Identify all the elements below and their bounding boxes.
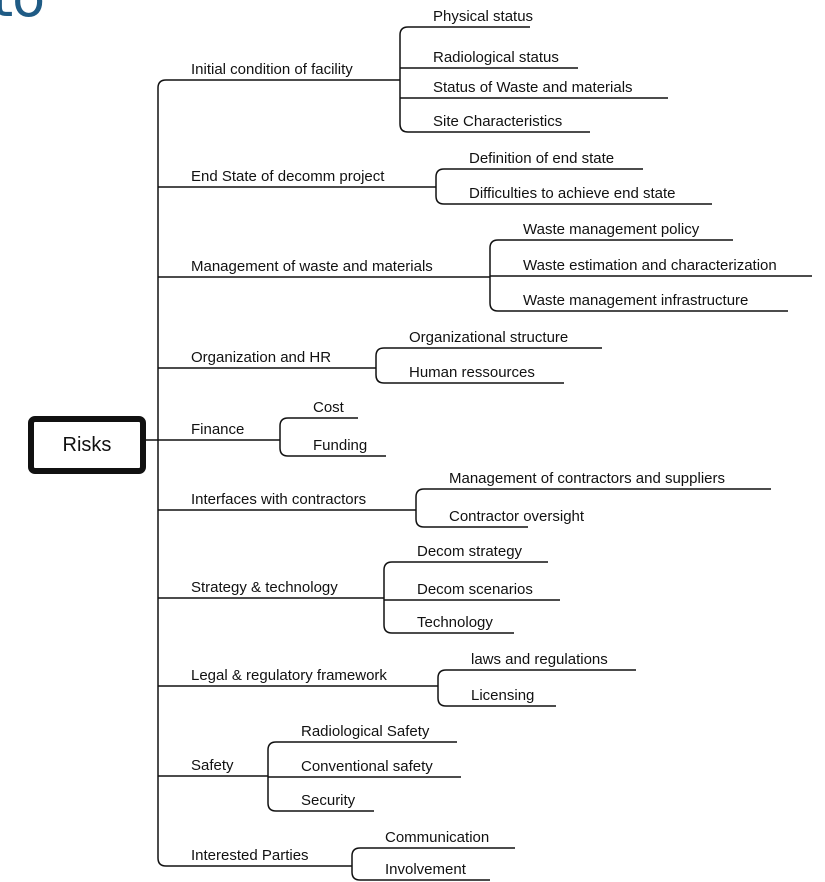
leaf-label: Contractor oversight <box>449 508 585 525</box>
leaf-label: Site Characteristics <box>433 113 563 130</box>
child-line <box>351 847 515 857</box>
leaf-label: Involvement <box>385 861 466 878</box>
leaf-label: Definition of end state <box>469 150 615 167</box>
child-line <box>267 802 374 812</box>
leaf-label: Funding <box>313 437 368 454</box>
leaf-label: Management of contractors and suppliers <box>449 470 725 487</box>
child-line <box>435 195 712 205</box>
leaf-label: Licensing <box>471 687 535 704</box>
branch-label: Legal & regulatory framework <box>191 667 387 684</box>
leaf-label: Decom scenarios <box>417 581 533 598</box>
child-line <box>267 741 457 751</box>
branch-line <box>157 79 400 89</box>
leaf-label: Physical status <box>433 8 534 25</box>
branch-label: Organization and HR <box>191 349 332 366</box>
child-line <box>415 518 528 528</box>
child-line <box>279 447 386 457</box>
leaf-label: Security <box>301 792 356 809</box>
leaf-label: Human ressources <box>409 364 535 381</box>
child-line <box>437 669 636 679</box>
leaf-label: Communication <box>385 829 490 846</box>
child-line <box>351 871 490 881</box>
child-line <box>279 417 358 427</box>
branch-label: Management of waste and materials <box>191 258 433 275</box>
branch-label: Interfaces with contractors <box>191 491 367 508</box>
root-node-risks: Risks <box>28 416 146 474</box>
leaf-label: Waste management policy <box>523 221 700 238</box>
leaf-label: Status of Waste and materials <box>433 79 633 96</box>
leaf-label: Radiological Safety <box>301 723 430 740</box>
leaf-label: Organizational structure <box>409 329 569 346</box>
branch-line <box>157 857 352 867</box>
child-line <box>489 302 788 312</box>
leaf-label: Waste estimation and characterization <box>523 257 777 274</box>
child-line <box>415 488 771 498</box>
branch-label: Interested Parties <box>191 847 309 864</box>
child-line <box>399 26 530 36</box>
branch-label: Safety <box>191 757 234 774</box>
leaf-label: laws and regulations <box>471 651 608 668</box>
leaf-label: Difficulties to achieve end state <box>469 185 676 202</box>
child-line <box>375 374 564 384</box>
leaf-label: Decom strategy <box>417 543 523 560</box>
cropped-heading-fragment: to <box>0 0 45 29</box>
branch-label: Strategy & technology <box>191 579 338 596</box>
child-line <box>383 624 514 634</box>
branch-label: Finance <box>191 421 245 438</box>
child-line <box>435 168 643 178</box>
leaf-label: Radiological status <box>433 49 559 66</box>
branch-label: End State of decomm project <box>191 168 385 185</box>
child-line <box>489 239 733 249</box>
child-line <box>375 347 602 357</box>
leaf-label: Conventional safety <box>301 758 433 775</box>
leaf-label: Waste management infrastructure <box>523 292 749 309</box>
child-line <box>383 561 548 571</box>
child-line <box>399 123 590 133</box>
leaf-label: Technology <box>417 614 493 631</box>
branch-label: Initial condition of facility <box>191 61 353 78</box>
root-node-label: Risks <box>62 433 112 456</box>
leaf-label: Cost <box>313 399 344 416</box>
child-line <box>437 697 556 707</box>
